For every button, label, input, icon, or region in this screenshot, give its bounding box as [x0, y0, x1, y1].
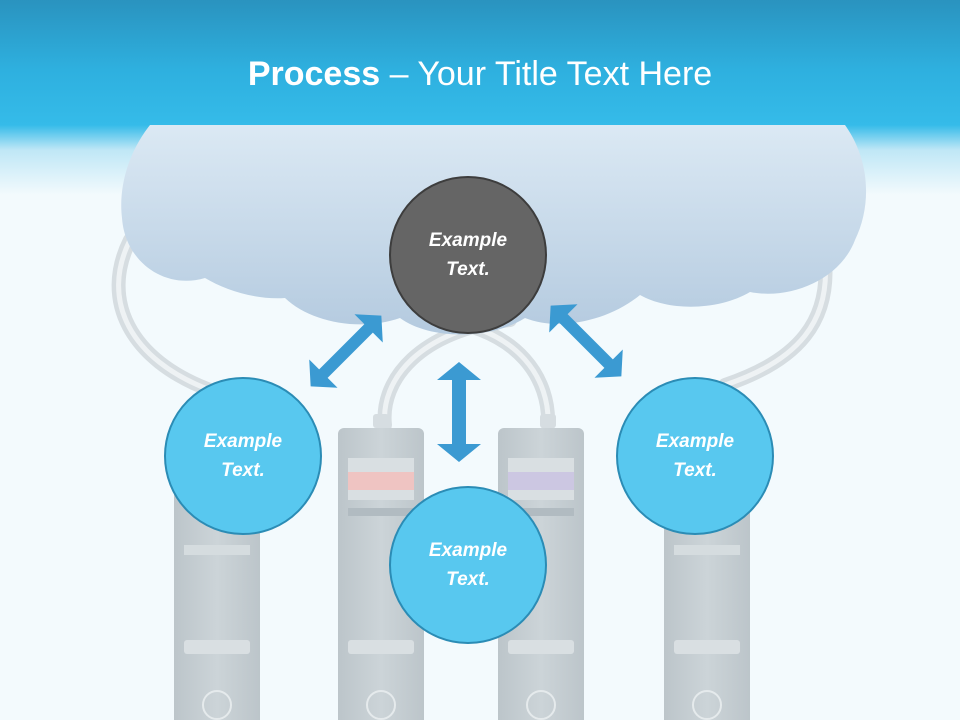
left-node: Example Text. — [164, 377, 322, 535]
left-node-text: Example Text. — [203, 431, 283, 481]
arrow-center-right — [549, 304, 623, 378]
slide-title: Process – Your Title Text Here — [0, 52, 960, 96]
title-rest-part: – Your Title Text Here — [380, 55, 713, 93]
middle-node: Example Text. — [389, 486, 547, 644]
server-tower-2 — [338, 414, 424, 720]
arrow-center-left — [309, 314, 383, 388]
arrow-center-middle — [437, 362, 481, 462]
arrows — [309, 304, 623, 462]
middle-node-text: Example Text. — [428, 540, 508, 590]
title-bold-part: Process — [247, 55, 381, 93]
center-node: Example Text. — [389, 176, 547, 334]
center-node-text: Example Text. — [428, 230, 508, 280]
right-node-text: Example Text. — [655, 431, 735, 481]
right-node: Example Text. — [616, 377, 774, 535]
